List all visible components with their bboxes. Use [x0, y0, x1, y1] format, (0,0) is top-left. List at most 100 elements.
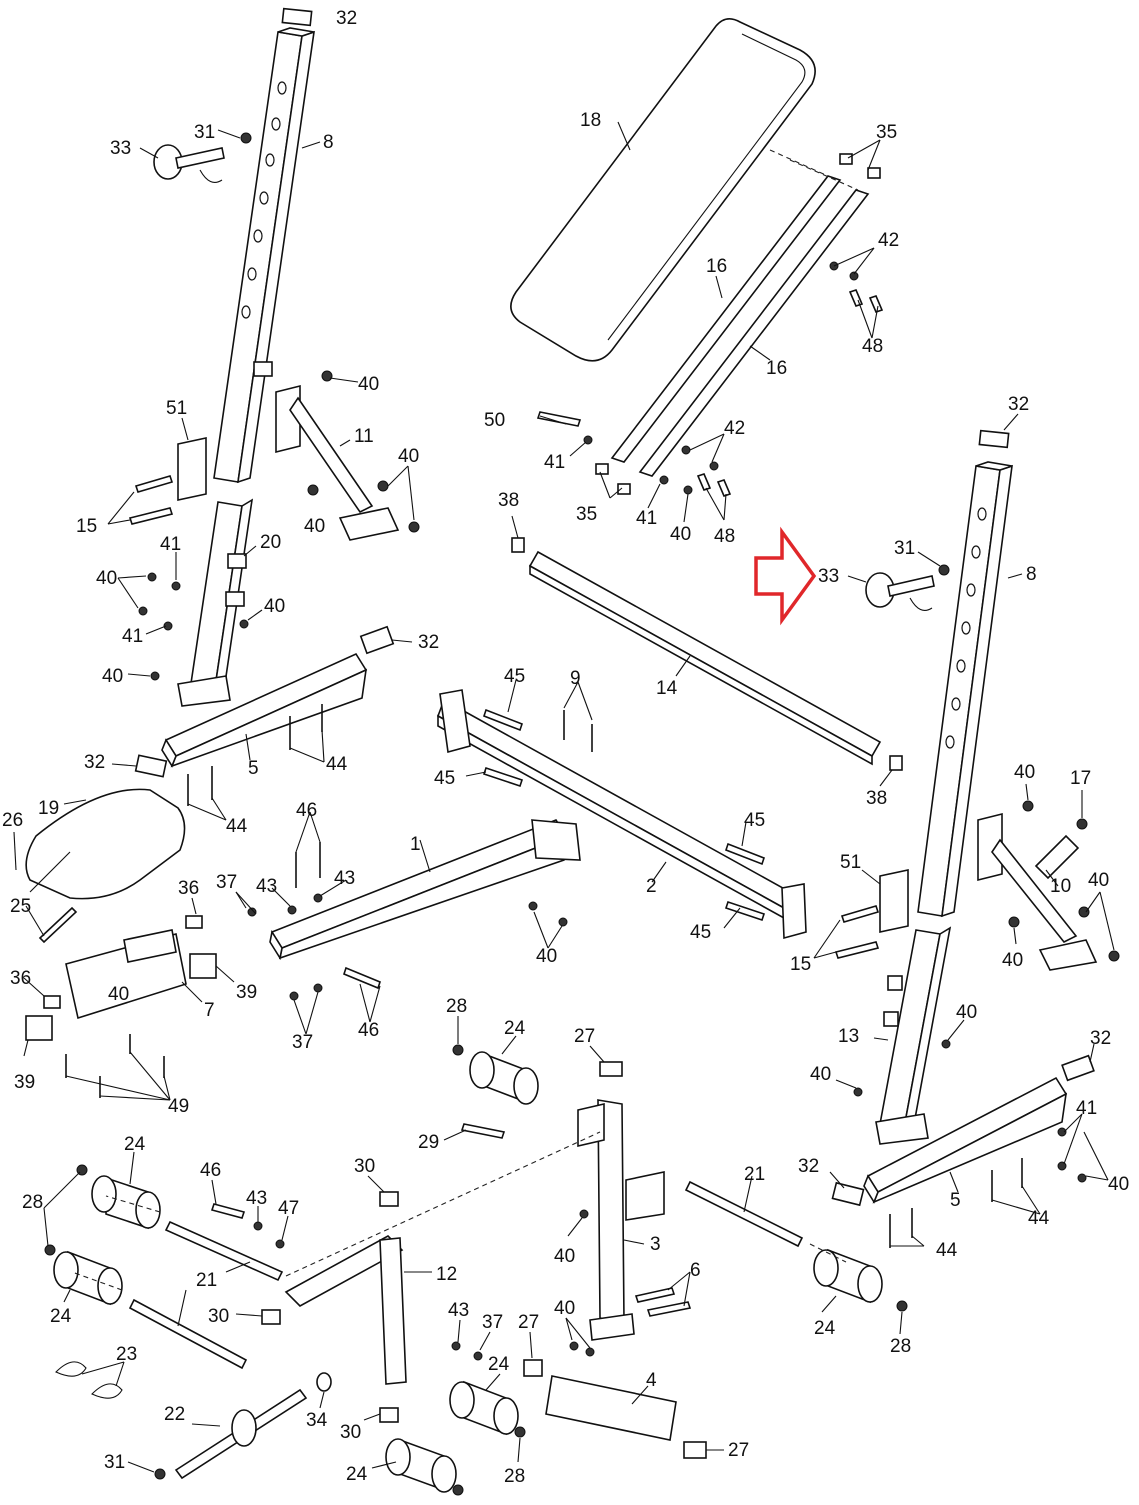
callout-10: 10	[1050, 876, 1071, 897]
callout-51: 51	[166, 398, 187, 419]
callout-46: 46	[200, 1160, 221, 1181]
callout-16: 16	[706, 256, 727, 277]
callout-40: 40	[102, 666, 123, 687]
callout-20: 20	[260, 532, 281, 553]
callout-41: 41	[544, 452, 565, 473]
callout-33: 33	[110, 138, 131, 159]
highlight-arrow	[754, 526, 817, 626]
callout-42: 42	[878, 230, 899, 251]
rollers-24	[53, 1051, 883, 1493]
back-pad-18	[510, 18, 816, 362]
callout-1: 1	[410, 834, 421, 855]
callout-5: 5	[248, 758, 259, 779]
leg-post-3	[577, 1061, 692, 1341]
callout-28: 28	[504, 1466, 525, 1487]
callout-41: 41	[1076, 1098, 1097, 1119]
callout-33: 33	[818, 566, 839, 587]
callout-24: 24	[346, 1464, 368, 1485]
callout-32: 32	[798, 1156, 819, 1177]
callout-45: 45	[504, 666, 525, 687]
callout-21: 21	[196, 1270, 217, 1291]
callout-49: 49	[168, 1096, 189, 1117]
right-base-5	[831, 1054, 1095, 1248]
callout-30: 30	[340, 1422, 361, 1443]
callout-32: 32	[418, 632, 439, 653]
callout-24: 24	[504, 1018, 526, 1039]
callout-47: 47	[278, 1198, 299, 1219]
callout-40: 40	[264, 596, 285, 617]
callout-30: 30	[208, 1306, 229, 1327]
callout-15: 15	[76, 516, 97, 537]
callout-44: 44	[226, 816, 248, 837]
callout-51: 51	[840, 852, 861, 873]
callout-32: 32	[336, 8, 357, 29]
callout-32: 32	[1008, 394, 1029, 415]
crossbar-14	[511, 537, 903, 771]
callout-41: 41	[636, 508, 657, 529]
left-sleeve-20	[138, 361, 273, 707]
right-pin-33	[865, 564, 950, 611]
callout-45: 45	[434, 768, 455, 789]
callout-27: 27	[728, 1440, 749, 1461]
callout-42: 42	[724, 418, 745, 439]
callout-28: 28	[890, 1336, 911, 1357]
callout-40: 40	[96, 568, 117, 589]
callout-25: 25	[10, 896, 31, 917]
callout-19: 19	[38, 798, 59, 819]
callout-50: 50	[484, 410, 505, 431]
seat-pad-19	[25, 788, 186, 900]
callout-2: 2	[646, 876, 657, 897]
callout-29: 29	[418, 1132, 439, 1153]
roller-tubes-21	[71, 1131, 847, 1370]
right-upright-8	[917, 429, 1013, 918]
callout-32: 32	[84, 752, 105, 773]
callout-8: 8	[1026, 564, 1037, 585]
callout-26: 26	[2, 810, 23, 831]
callout-36: 36	[178, 878, 199, 899]
callout-34: 34	[306, 1410, 328, 1431]
callout-3: 3	[650, 1234, 661, 1255]
callout-4: 4	[646, 1370, 657, 1391]
callout-31: 31	[104, 1452, 125, 1473]
callout-44: 44	[326, 754, 348, 775]
callout-40: 40	[670, 524, 691, 545]
callout-35: 35	[876, 122, 897, 143]
callout-41: 41	[122, 626, 143, 647]
callout-39: 39	[14, 1072, 35, 1093]
callout-21: 21	[744, 1164, 765, 1185]
callout-7: 7	[204, 1000, 215, 1021]
callout-24: 24	[488, 1354, 510, 1375]
callout-40: 40	[554, 1246, 575, 1267]
left-brace-11	[275, 370, 420, 541]
callout-46: 46	[358, 1020, 379, 1041]
callout-35: 35	[576, 504, 597, 525]
callout-37: 37	[216, 872, 237, 893]
callout-28: 28	[22, 1192, 43, 1213]
callout-44: 44	[936, 1240, 958, 1261]
callout-40: 40	[304, 516, 325, 537]
callout-labels: 32 8 31 33 18 35 42 16 48 16 40 51 11 40…	[2, 8, 1129, 1487]
callout-40: 40	[1108, 1174, 1129, 1195]
callout-5: 5	[950, 1190, 961, 1211]
left-base-5	[134, 625, 395, 806]
callout-27: 27	[518, 1312, 539, 1333]
callout-23: 23	[116, 1344, 137, 1365]
callout-12: 12	[436, 1264, 457, 1285]
callout-22: 22	[164, 1404, 185, 1425]
callout-43: 43	[334, 868, 355, 889]
leader-lines	[13, 121, 1115, 1473]
callout-18: 18	[580, 110, 601, 131]
leg-base-4	[523, 1359, 707, 1459]
callout-13: 13	[838, 1026, 859, 1047]
callout-8: 8	[323, 132, 334, 153]
seat-bracket-7	[25, 906, 217, 1098]
callout-40: 40	[108, 984, 129, 1005]
callout-24: 24	[124, 1134, 146, 1155]
left-pin-33	[153, 132, 252, 183]
callout-15: 15	[790, 954, 811, 975]
callout-41: 41	[160, 534, 181, 555]
right-bolts-15	[834, 905, 880, 959]
callout-40: 40	[358, 374, 379, 395]
